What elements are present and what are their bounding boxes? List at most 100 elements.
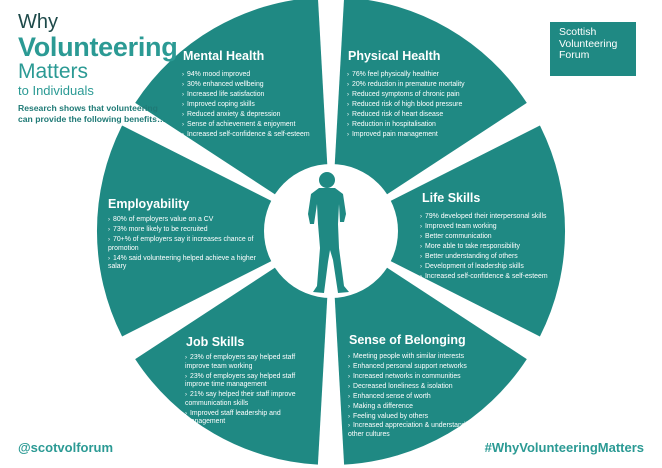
segment-list-sense-of-belonging: ›Meeting people with similar interests›E…	[348, 352, 488, 441]
list-item-text: Reduced symptoms of chronic pain	[352, 91, 460, 98]
chevron-right-icon: ›	[348, 384, 350, 390]
list-item-text: Improved pain management	[352, 131, 438, 138]
list-item-text: Reduction in hospitalisation	[352, 121, 436, 128]
list-item: ›94% mood improved	[182, 70, 310, 80]
segment-title-physical-health: Physical Health	[348, 49, 441, 63]
chevron-right-icon: ›	[108, 217, 110, 223]
list-item: ›Sense of achievement & enjoyment	[182, 120, 310, 130]
intro-text: Research shows that volunteering can pro…	[18, 103, 166, 124]
list-item-text: Increased appreciation & understanding o…	[348, 422, 483, 438]
list-item: ›70+% of employers say it increases chan…	[108, 236, 258, 253]
list-item: ›21% say helped their staff improve comm…	[185, 391, 320, 408]
list-item: ›76% feel physically healthier	[347, 70, 465, 80]
list-item: ›Reduced risk of heart disease	[347, 110, 465, 120]
list-item: ›23% of employers say helped staff impro…	[185, 354, 320, 371]
list-item: ›More able to take responsibility	[420, 242, 548, 252]
title-matters: Matters	[18, 60, 89, 83]
list-item-text: Increased self-confidence & self-esteem	[187, 131, 310, 138]
list-item: ›Increased self-confidence & self-esteem	[420, 272, 548, 282]
list-item: ›Improved coping skills	[182, 100, 310, 110]
chevron-right-icon: ›	[348, 404, 350, 410]
list-item-text: Reduced risk of high blood pressure	[352, 101, 463, 108]
chevron-right-icon: ›	[420, 274, 422, 280]
chevron-right-icon: ›	[182, 112, 184, 118]
list-item-text: 23% of employers say helped staff improv…	[185, 354, 296, 370]
chevron-right-icon: ›	[347, 112, 349, 118]
list-item-text: Sense of achievement & enjoyment	[187, 121, 296, 128]
list-item-text: Meeting people with similar interests	[353, 353, 465, 360]
segment-life-skills	[331, 125, 566, 337]
segment-mental-health	[135, 0, 331, 231]
segment-sense-of-belonging	[331, 231, 527, 465]
chevron-right-icon: ›	[185, 373, 187, 380]
list-item-text: 76% feel physically healthier	[352, 71, 439, 78]
chevron-right-icon: ›	[182, 72, 184, 78]
chevron-right-icon: ›	[347, 122, 349, 128]
list-item-text: More able to take responsibility	[425, 243, 520, 250]
list-item-text: Improved team working	[425, 223, 497, 230]
list-item: ›Enhanced sense of worth	[348, 392, 488, 402]
list-item: ›20% reduction in premature mortality	[347, 80, 465, 90]
list-item: ›Enhanced personal support networks	[348, 362, 488, 372]
list-item: ›Making a difference	[348, 402, 488, 412]
list-item: ›Better understanding of others	[420, 252, 548, 262]
logo-line-1: Scottish	[559, 26, 597, 38]
chevron-right-icon: ›	[182, 92, 184, 98]
chevron-right-icon: ›	[182, 82, 184, 88]
chevron-right-icon: ›	[348, 414, 350, 420]
chevron-right-icon: ›	[348, 394, 350, 400]
chevron-right-icon: ›	[108, 237, 110, 243]
list-item: ›Better communication	[420, 232, 548, 242]
list-item-text: Decreased loneliness & isolation	[353, 383, 453, 390]
chevron-right-icon: ›	[347, 102, 349, 108]
chevron-right-icon: ›	[420, 254, 422, 260]
chevron-right-icon: ›	[347, 92, 349, 98]
chevron-right-icon: ›	[348, 374, 350, 380]
list-item: ›Development of leadership skills	[420, 262, 548, 272]
list-item: ›79% developed their interpersonal skill…	[420, 212, 548, 222]
chevron-right-icon: ›	[420, 244, 422, 250]
logo-line-2: Volunteering	[559, 37, 618, 50]
list-item-text: Feeling valued by others	[353, 413, 429, 420]
list-item: ›30% enhanced wellbeing	[182, 80, 310, 90]
list-item-text: Better understanding of others	[425, 253, 518, 260]
segment-list-life-skills: ›79% developed their interpersonal skill…	[420, 212, 548, 282]
segment-title-employability: Employability	[108, 197, 190, 211]
title-why: Why	[18, 11, 58, 33]
list-item-text: Reduced anxiety & depression	[187, 111, 281, 118]
list-item-text: Reduced risk of heart disease	[352, 111, 444, 118]
segment-list-job-skills: ›23% of employers say helped staff impro…	[185, 354, 320, 428]
list-item: ›Increased life satisfaction	[182, 90, 310, 100]
chevron-right-icon: ›	[108, 255, 110, 262]
list-item-text: 20% reduction in premature mortality	[352, 81, 465, 88]
list-item-text: 21% say helped their staff improve commu…	[185, 391, 296, 407]
volunteer-silhouette-icon	[308, 172, 349, 293]
list-item-text: 73% more likely to be recruited	[113, 226, 208, 233]
list-item: ›Increased networks in communities	[348, 372, 488, 382]
list-item-text: 30% enhanced wellbeing	[187, 81, 264, 88]
segment-list-employability: ›80% of employers value on a CV›73% more…	[108, 216, 258, 273]
footer-hashtag-link[interactable]: #WhyVolunteeringMatters	[484, 440, 644, 455]
chevron-right-icon: ›	[182, 102, 184, 108]
footer-handle-link[interactable]: @scotvolforum	[18, 440, 114, 455]
chevron-right-icon: ›	[182, 132, 184, 138]
list-item-text: 14% said volunteering helped achieve a h…	[108, 254, 256, 271]
list-item: ›Reduced anxiety & depression	[182, 110, 310, 120]
list-item: ›Reduction in hospitalisation	[347, 120, 465, 130]
title-volunteering: Volunteering	[18, 32, 178, 62]
list-item: ›Improved staff leadership and managemen…	[185, 410, 320, 427]
segment-title-mental-health: Mental Health	[183, 49, 265, 63]
list-item: ›Reduced symptoms of chronic pain	[347, 90, 465, 100]
chevron-right-icon: ›	[182, 122, 184, 128]
list-item: ›14% said volunteering helped achieve a …	[108, 255, 258, 272]
list-item-text: Better communication	[425, 233, 492, 240]
chevron-right-icon: ›	[420, 234, 422, 240]
list-item: ›Decreased loneliness & isolation	[348, 382, 488, 392]
chevron-right-icon: ›	[347, 72, 349, 78]
list-item-text: Enhanced sense of worth	[353, 393, 431, 400]
list-item-text: 23% of employers say helped staff improv…	[185, 372, 296, 389]
list-item: ›Improved team working	[420, 222, 548, 232]
list-item: ›73% more likely to be recruited	[108, 226, 258, 235]
segment-list-physical-health: ›76% feel physically healthier›20% reduc…	[347, 70, 465, 140]
